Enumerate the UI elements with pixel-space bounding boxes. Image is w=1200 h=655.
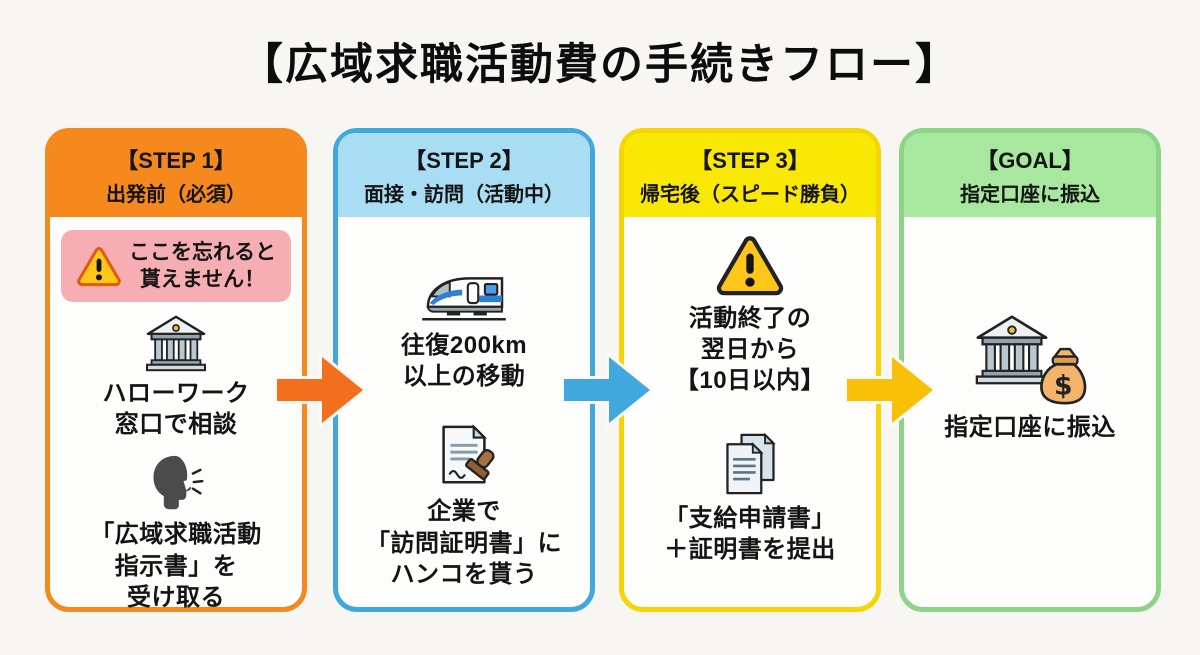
step3-caption-deadline: 活動終了の 翌日から 【10日以内】 [675,303,825,397]
step3-header-line2: 帰宅後（スピード勝負） [640,184,860,206]
step2-card: 【STEP 2】 面接・訪問（活動中） [333,128,595,612]
bank-money-bag-icon: $ [972,313,1088,406]
caption-line: 指定口座に振込 [944,414,1116,441]
goal-caption-transfer: 指定口座に振込 [944,412,1116,443]
step1-card: 【STEP 1】 出発前（必須） ここを忘れると 貰えません！ [45,128,307,612]
warning-box: ここを忘れると 貰えません！ [61,230,291,302]
warning-text: ここを忘れると 貰えません！ [129,239,276,294]
caption-line: ハローワーク [102,380,250,407]
goal-block-transfer: $ 指定口座に振込 [944,313,1116,443]
caption-line: 受け取る [127,583,225,611]
step2-caption-stamp: 企業で 「訪問証明書」に ハンコを貰う [366,496,562,590]
caption-line: 往復200km [400,332,528,359]
warning-text-line2: 貰えません！ [139,268,266,291]
step1-block-hellowork: ハローワーク 窓口で相談 [103,314,250,440]
step1-header-line1: 【STEP 1】 [116,148,236,173]
caption-line: 企業で [427,498,501,526]
caption-line: 以上の移動 [402,363,526,391]
caption-line: 窓口で相談 [114,411,238,439]
caption-line: 翌日から [700,336,799,364]
arrow-step1-to-step2 [274,348,366,432]
step3-block-deadline: 活動終了の 翌日から 【10日以内】 [675,234,825,397]
caption-line: 指示書」を [114,552,238,580]
step3-card: 【STEP 3】 帰宅後（スピード勝負） 活動終了の 翌日から 【10日以内】 [619,128,881,612]
step2-block-stamp: 企業で 「訪問証明書」に ハンコを貰う [366,422,562,590]
documents-stack-icon [719,431,781,497]
goal-header: 【GOAL】 指定口座に振込 [904,133,1156,217]
step1-caption-shijisho: 「広域求職活動 指示書」を 受け取る [90,519,262,613]
step3-header-line1: 【STEP 3】 [690,148,810,173]
caption-line: 「訪問証明書」に [366,529,562,557]
speaking-person-icon [145,453,207,513]
dollar-symbol: $ [1054,371,1072,402]
caption-line: 活動終了の [688,305,812,332]
caption-line: ハンコを貰う [390,560,538,588]
step3-caption-submit: 「支給申請書」 ＋証明書を提出 [664,503,836,565]
step2-caption-travel: 往復200km 以上の移動 [401,330,527,392]
step3-header: 【STEP 3】 帰宅後（スピード勝負） [624,133,876,217]
warning-text-line1: ここを忘れると [129,240,276,264]
warning-triangle-icon [715,234,785,297]
step2-header-line1: 【STEP 2】 [404,148,524,173]
step3-block-submit: 「支給申請書」 ＋証明書を提出 [664,431,836,565]
step1-header-line2: 出発前（必須） [106,184,246,206]
step2-block-travel: 往復200km 以上の移動 [401,267,527,392]
page-title: 【広域求職活動費の手続きフロー】 [240,41,960,89]
caption-line: 【10日以内】 [674,367,826,395]
goal-card: 【GOAL】 指定口座に振込 [899,128,1161,612]
arrow-step2-to-step3 [561,348,653,432]
document-stamp-icon [429,422,499,490]
step1-caption-hellowork: ハローワーク 窓口で相談 [103,378,250,440]
arrow-step3-to-goal [844,348,936,432]
step2-header: 【STEP 2】 面接・訪問（活動中） [338,133,590,217]
step2-header-line2: 面接・訪問（活動中） [364,184,564,206]
bullet-train-icon [418,267,510,324]
step1-block-shijisho: 「広域求職活動 指示書」を 受け取る [90,453,262,613]
bank-building-icon [143,314,209,372]
step1-header: 【STEP 1】 出発前（必須） [50,133,302,217]
caption-line: 「広域求職活動 [90,521,262,549]
goal-header-line2: 指定口座に振込 [960,184,1100,206]
warning-triangle-icon [76,246,122,287]
caption-line: 「支給申請書」 [664,504,836,532]
goal-header-line1: 【GOAL】 [976,148,1084,173]
caption-line: ＋証明書を提出 [664,535,836,563]
